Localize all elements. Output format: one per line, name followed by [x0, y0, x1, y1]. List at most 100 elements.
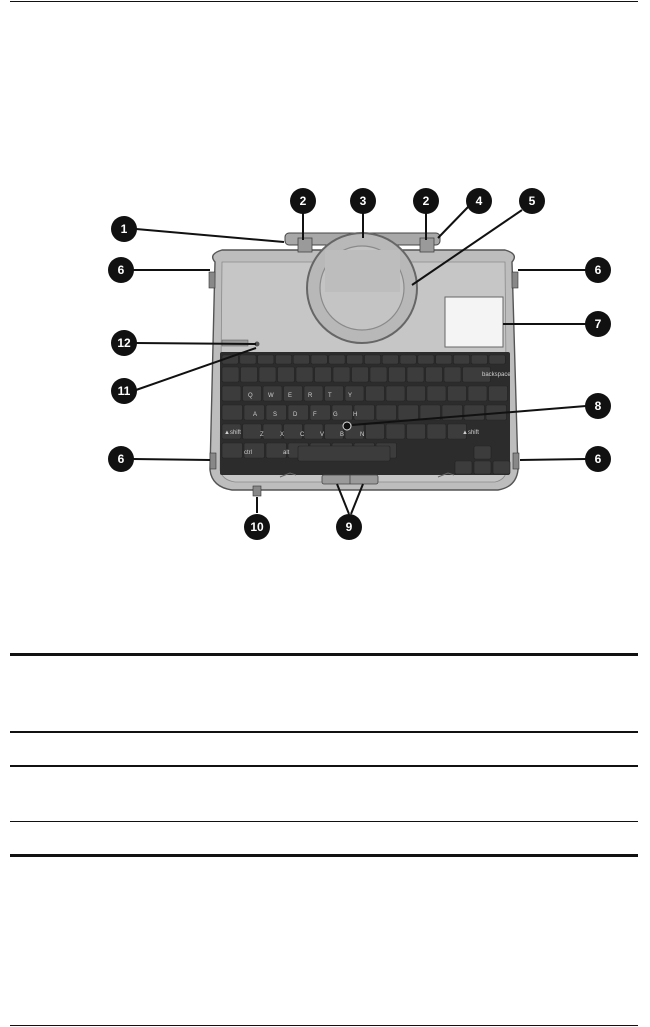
keyboard-key — [426, 367, 443, 382]
key-b: B — [340, 432, 344, 438]
keyboard-key — [471, 355, 487, 364]
keyboard-key — [389, 367, 406, 382]
svg-text:5: 5 — [529, 194, 536, 208]
key-g: G — [333, 412, 338, 418]
keyboard-key — [382, 355, 398, 364]
keyboard-key — [259, 367, 276, 382]
keyboard-key — [222, 386, 241, 401]
key-a: A — [253, 412, 257, 418]
label-area — [445, 297, 503, 347]
callout-6-top-right: 6 — [585, 257, 611, 283]
keyboard-key — [453, 355, 469, 364]
key-backspace: backspace — [482, 372, 511, 378]
keyboard-key — [398, 405, 419, 420]
svg-text:7: 7 — [595, 317, 602, 331]
keyboard-key — [258, 355, 274, 364]
svg-text:6: 6 — [118, 263, 125, 277]
table-bottom-rule — [10, 854, 638, 857]
keyboard-key — [288, 405, 309, 420]
callout-6-bottom-left: 6 — [108, 446, 134, 472]
keyboard-key — [241, 367, 258, 382]
arrow-key — [455, 461, 472, 474]
key-c: C — [300, 432, 305, 438]
svg-text:4: 4 — [476, 194, 483, 208]
footer-rule — [10, 1025, 638, 1026]
pointing-stick — [343, 422, 351, 430]
keyboard-key — [386, 386, 405, 401]
key-w: W — [268, 393, 274, 399]
callout-12: 12 — [111, 330, 137, 356]
keyboard-key — [304, 386, 323, 401]
svg-text:6: 6 — [595, 452, 602, 466]
key-t: T — [328, 393, 332, 399]
keyboard-key — [489, 386, 508, 401]
table-row-rule-1 — [10, 765, 638, 767]
keyboard-key — [347, 355, 363, 364]
keyboard-key — [489, 355, 505, 364]
callout-2-right: 2 — [413, 188, 439, 214]
keyboard-key — [468, 386, 487, 401]
callout-10: 10 — [244, 514, 270, 540]
svg-text:9: 9 — [346, 520, 353, 534]
svg-text:10: 10 — [250, 520, 264, 534]
svg-text:12: 12 — [117, 336, 131, 350]
key-ctrl: ctrl — [244, 450, 252, 456]
table-header-rule — [10, 731, 638, 733]
arrow-key — [474, 461, 491, 474]
keyboard-key — [444, 367, 461, 382]
space-bar — [298, 446, 390, 461]
keyboard-key — [284, 386, 303, 401]
key-z: Z — [260, 432, 264, 438]
bottom-port — [253, 486, 261, 496]
key-r: R — [308, 393, 313, 399]
key-d: D — [293, 412, 298, 418]
keyboard: Q W E R T Y A S D F G H Z X C V B N ▲shi… — [220, 352, 511, 475]
key-alt: alt — [283, 450, 290, 456]
svg-text:2: 2 — [300, 194, 307, 208]
callout-9: 9 — [336, 514, 362, 540]
keyboard-key — [427, 424, 446, 439]
keyboard-key — [448, 386, 467, 401]
key-x: X — [280, 432, 284, 438]
keyboard-key — [222, 443, 243, 458]
keyboard-key — [311, 355, 327, 364]
keyboard-key — [418, 355, 434, 364]
svg-text:2: 2 — [423, 194, 430, 208]
keyboard-key — [436, 355, 452, 364]
callout-3: 3 — [350, 188, 376, 214]
svg-text:6: 6 — [595, 263, 602, 277]
keyboard-key — [407, 386, 426, 401]
keyboard-key — [464, 405, 485, 420]
keyboard-key — [366, 386, 385, 401]
keyboard-key — [366, 424, 385, 439]
keyboard-key — [407, 424, 426, 439]
keyboard-key — [296, 367, 313, 382]
callout-6-bottom-right: 6 — [585, 446, 611, 472]
callout-5: 5 — [519, 188, 545, 214]
key-h: H — [353, 412, 357, 418]
callout-7: 7 — [585, 311, 611, 337]
keyboard-key — [376, 405, 397, 420]
keyboard-key — [407, 367, 424, 382]
keyboard-key — [333, 367, 350, 382]
keyboard-key — [400, 355, 416, 364]
callout-2-left: 2 — [290, 188, 316, 214]
key-e: E — [288, 393, 292, 399]
keyboard-key — [427, 386, 446, 401]
key-f: F — [313, 412, 317, 418]
keyboard-key — [370, 367, 387, 382]
keyboard-key — [352, 367, 369, 382]
callout-1: 1 — [111, 216, 137, 242]
keyboard-key — [386, 424, 405, 439]
svg-text:1: 1 — [121, 222, 128, 236]
keyboard-key — [275, 355, 291, 364]
key-shift-left: ▲shift — [224, 430, 241, 436]
key-s: S — [273, 412, 277, 418]
table-top-rule — [10, 653, 638, 656]
keyboard-key — [222, 367, 239, 382]
key-q: Q — [248, 393, 253, 399]
keyboard-key — [278, 367, 295, 382]
keyboard-key — [222, 405, 243, 420]
key-shift-right: ▲shift — [462, 430, 479, 436]
callout-8: 8 — [585, 393, 611, 419]
